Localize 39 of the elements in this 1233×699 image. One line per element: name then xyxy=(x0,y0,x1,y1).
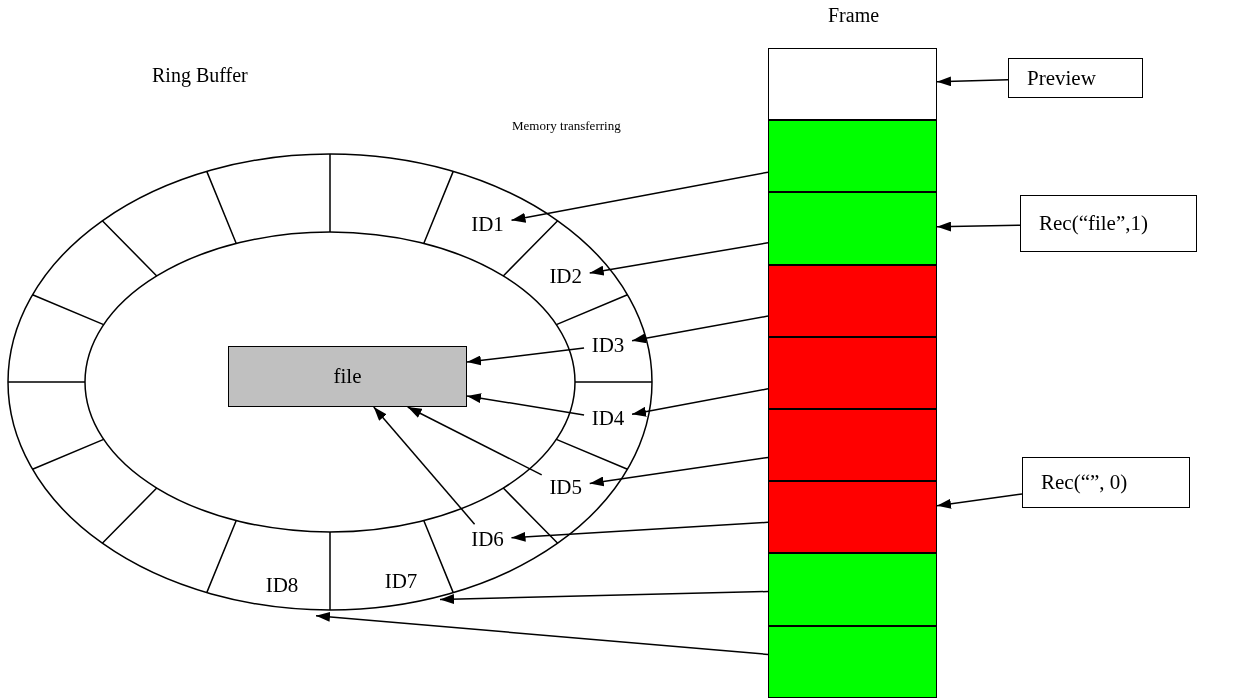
arrow xyxy=(466,347,585,366)
arrow xyxy=(466,393,585,416)
frame-cell xyxy=(768,264,937,337)
slot-id-label: ID3 xyxy=(584,330,633,361)
arrow xyxy=(631,388,769,417)
slot-id-label: ID2 xyxy=(541,262,590,292)
call-box: Preview xyxy=(1008,58,1143,98)
arrow xyxy=(588,456,769,487)
frame-title: Frame xyxy=(828,4,880,27)
frame-cell xyxy=(768,481,937,554)
slot-id-label: ID5 xyxy=(541,472,590,502)
arrow xyxy=(510,521,769,542)
slot-id-label: ID8 xyxy=(248,555,316,616)
arrow xyxy=(439,590,769,605)
slot-id-label: ID4 xyxy=(584,403,633,434)
call-box: Rec(“”, 0) xyxy=(1022,457,1190,508)
frame-cell xyxy=(768,120,937,193)
arrow xyxy=(936,221,1021,232)
arrow xyxy=(936,76,1009,87)
frame-cell xyxy=(768,192,937,265)
arrow xyxy=(588,242,769,276)
frame-cell xyxy=(768,625,937,698)
slot-id-label: ID6 xyxy=(463,524,512,555)
call-box: Rec(“file”,1) xyxy=(1020,195,1197,252)
arrow xyxy=(936,493,1023,509)
arrow xyxy=(631,315,769,344)
arrow xyxy=(407,406,543,476)
ring-buffer-title: Ring Buffer xyxy=(152,64,248,87)
slot-id-label: ID1 xyxy=(463,209,512,240)
arrow xyxy=(373,406,476,525)
transfer-note: Memory transferring xyxy=(512,118,621,134)
slot-id-label: ID7 xyxy=(362,556,440,606)
frame-cell xyxy=(768,409,937,482)
arrow xyxy=(315,611,769,656)
frame-cell xyxy=(768,553,937,626)
frame-cell xyxy=(768,48,937,121)
file-box: file xyxy=(228,346,467,407)
arrow xyxy=(510,171,769,223)
frame-cell xyxy=(768,336,937,409)
